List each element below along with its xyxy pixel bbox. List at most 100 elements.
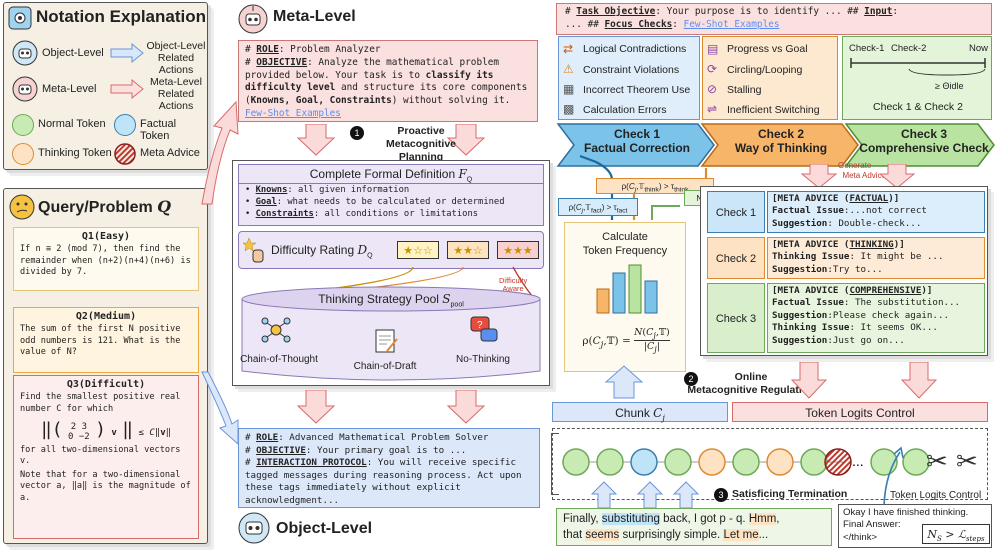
bar-chart-icon xyxy=(596,264,658,314)
factual-token-label: Factual Token xyxy=(140,118,177,142)
formal-def-title: Complete Formal Definition FQ xyxy=(239,165,543,185)
factual-check-item: Calculation Errors xyxy=(583,104,667,116)
strategy-pool-title: Thinking Strategy Pool Spool xyxy=(318,292,464,309)
loop-icon: ⟳ xyxy=(707,62,718,76)
logits-bar[interactable]: Token Logits Control xyxy=(732,402,988,422)
chunk-bracket xyxy=(551,433,559,495)
meta-fewshot-link[interactable]: Few-Shot Examples xyxy=(245,107,341,119)
threshold-fact: ρ(Cj,𝕋fact) > τfact xyxy=(558,198,638,216)
planning-panel: Complete Formal Definition FQ • Knowns: … xyxy=(232,160,550,386)
robot-meta-icon xyxy=(12,76,38,102)
calculator-icon: ▩ xyxy=(563,102,575,116)
step3-title: Satisficing Termination xyxy=(732,488,848,500)
q2-text: The sum of the first N positive odd numb… xyxy=(20,324,181,358)
finish-line2: Final Answer: xyxy=(843,519,901,531)
meta-down-arrow-right xyxy=(446,124,486,156)
q2-header: Q2(Medium) xyxy=(75,311,137,322)
q1-card: Q1(Easy) If n ≡ 2 (mod 7), then find the… xyxy=(13,227,199,291)
meta-role-row: # ROLE: Problem Analyzer xyxy=(245,44,381,55)
star-rating-hard[interactable]: ★★★ xyxy=(497,241,539,259)
normal-token-icon xyxy=(12,114,34,136)
thinking-check-item: Progress vs Goal xyxy=(727,43,808,55)
difficulty-label: Difficulty Rating DQ xyxy=(271,243,373,260)
chunk-bar[interactable]: Chunk Cj xyxy=(552,402,728,422)
strategy-cot[interactable]: Chain-of-Thought xyxy=(240,354,318,365)
strategy-pool-cylinder xyxy=(241,286,541,381)
timeline-caption: Check 1 & Check 2 xyxy=(873,101,963,113)
notation-meta-label: Meta-Level xyxy=(42,83,97,95)
robot-object-header-icon xyxy=(238,512,270,544)
task-prompt-line2: ... ## Focus Checks: Few-Shot Examples xyxy=(565,18,780,30)
stall-icon: ⊘ xyxy=(707,82,718,96)
query-title: Query/Problem Q xyxy=(38,197,172,216)
strategy-cod[interactable]: Chain-of-Draft xyxy=(353,361,417,372)
thinking-check-item: Stalling xyxy=(727,84,762,96)
robot-object-icon xyxy=(12,40,38,66)
notation-title: Notation Explanation xyxy=(36,7,206,26)
timeline-now: Now xyxy=(969,43,989,54)
planning-down-arrow-left xyxy=(296,390,336,424)
contradiction-icon: ⇄ xyxy=(563,42,574,56)
finish-line3: </think> xyxy=(843,531,878,543)
finish-line1: Okay I have finished thinking. xyxy=(843,507,969,518)
draft-icon xyxy=(373,327,399,355)
task-prompt-line1: # Task Objective: Your purpose is to ide… xyxy=(565,6,899,17)
meta-down-arrow-left xyxy=(296,124,336,156)
object-prompt-box: # ROLE: Advanced Mathematical Problem So… xyxy=(238,428,540,508)
scissors-icon[interactable]: ✂ xyxy=(926,446,948,476)
scissors-icon-2[interactable]: ✂ xyxy=(956,446,978,476)
advice-check3-tag: Check 3 xyxy=(707,283,765,353)
q3-matrix: ‖( 2 3 0 −2 ) v ‖ ≤ C‖v‖ xyxy=(40,419,172,442)
advice-check2-tag: Check 2 xyxy=(707,237,765,279)
notation-object-label: Object-Level xyxy=(42,47,104,59)
normal-token-label: Normal Token xyxy=(38,118,106,130)
star-rating-easy[interactable]: ★☆☆ xyxy=(397,241,439,259)
strategy-nothink[interactable]: No-Thinking xyxy=(456,354,510,365)
chat-bubble-icon: ? xyxy=(469,315,499,345)
step1-badge: 1 xyxy=(350,126,364,140)
switch-icon: ⇌ xyxy=(707,102,718,116)
regulation-down-arrows xyxy=(790,362,938,399)
step3-badge: 3 xyxy=(714,488,728,502)
query-to-meta-arrow xyxy=(201,100,239,205)
object-protocol-row: # INTERACTION PROTOCOL: You will receive… xyxy=(245,457,522,506)
hand-stars-icon xyxy=(242,236,269,264)
svg-text:?: ? xyxy=(477,320,483,331)
advice-thinking-box: [META ADVICE (THINKING)] Thinking Issue:… xyxy=(767,237,985,279)
meta-advice-icon xyxy=(114,143,136,165)
object-role-row: # ROLE: Advanced Mathematical Problem So… xyxy=(245,432,489,443)
step2-badge: 2 xyxy=(684,372,698,386)
timeline-check1: Check-1 xyxy=(849,43,885,54)
token-stream: ... xyxy=(562,448,930,476)
sample-up-arrows xyxy=(590,481,700,509)
advice-panel: Check 1 [META ADVICE (FACTUAL)] Factual … xyxy=(700,186,988,356)
thinking-token-icon xyxy=(12,143,34,165)
difficulty-box: Difficulty Rating DQ ★☆☆ ★★☆ ★★★ xyxy=(238,231,544,269)
q3-text-2: for all two-dimensional vectors v. xyxy=(20,444,181,467)
generate-advice-note: Generate Meta Advice xyxy=(838,161,887,180)
timeline-check2: Check-2 xyxy=(891,43,927,54)
advice-factual-box: [META ADVICE (FACTUAL)] Factual Issue:..… xyxy=(767,191,985,233)
task-fewshot-link[interactable]: Few-Shot Examples xyxy=(683,18,780,30)
advice-comprehensive-box: [META ADVICE (COMPREHENSIVE)] Factual Is… xyxy=(767,283,985,353)
star-rating-medium[interactable]: ★★☆ xyxy=(447,241,489,259)
timeline-legend: Check-1 Check-2 Now ≥ Θidle Check 1 & Ch… xyxy=(842,36,992,120)
thinking-token-label: Thinking Token xyxy=(38,147,112,159)
logits-control-label: Token Logits Control xyxy=(890,490,982,501)
thinking-check-item: Circling/Looping xyxy=(727,64,803,76)
meta-prompt-box: # ROLE: Problem Analyzer # OBJECTIVE: An… xyxy=(238,40,538,122)
finish-arrow xyxy=(883,446,904,511)
meta-level-title: Meta-Level xyxy=(273,8,356,25)
query-panel: Query/Problem Q Q1(Easy) If n ≡ 2 (mod 7… xyxy=(3,188,208,544)
advice-down-arrows xyxy=(800,164,916,189)
